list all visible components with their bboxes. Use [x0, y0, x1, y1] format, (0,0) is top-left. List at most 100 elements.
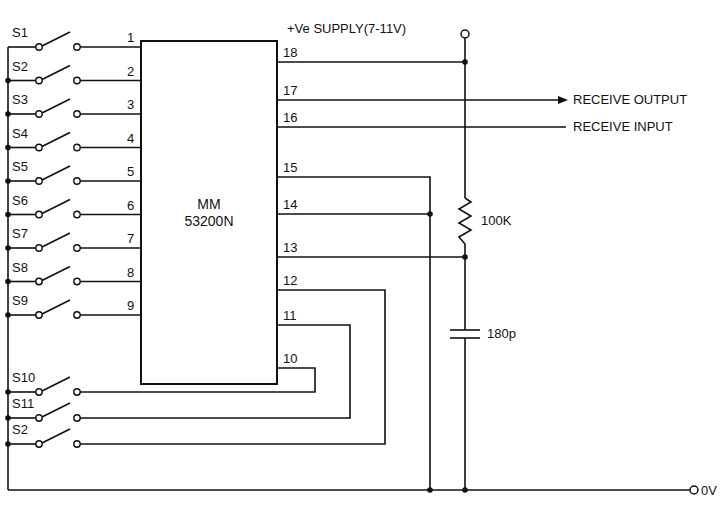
pin-number: 9	[127, 299, 134, 313]
wire	[80, 180, 140, 182]
wire	[278, 177, 430, 490]
pin-number: 11	[283, 309, 297, 323]
switch-contact	[36, 77, 42, 83]
switch-contact	[36, 44, 42, 50]
wire	[80, 247, 140, 249]
resistor-symbol	[459, 198, 471, 244]
switch-label: S10	[12, 371, 35, 385]
junction-dot	[462, 59, 468, 65]
switch-label: S4	[12, 127, 28, 141]
wire	[8, 113, 36, 115]
wire	[8, 281, 36, 283]
wire	[8, 214, 36, 216]
switch-label: S7	[12, 227, 28, 241]
pin-number: 6	[127, 199, 134, 213]
wire	[8, 314, 36, 316]
resistor-value: 100K	[481, 214, 511, 228]
pin-number: 18	[283, 46, 297, 60]
switch-label: S11	[12, 397, 34, 411]
wire	[80, 46, 140, 48]
switch-contact	[74, 415, 80, 421]
wire	[464, 338, 466, 490]
signal-name: RECEIVE INPUT	[573, 120, 673, 134]
wire	[80, 147, 140, 149]
wire	[278, 213, 430, 215]
ground-label: 0V	[701, 484, 717, 498]
pin-number: 2	[127, 65, 134, 79]
junction-dot	[462, 487, 468, 493]
switch-blade	[42, 32, 70, 46]
signal-name: RECEIVE OUTPUT	[573, 93, 687, 107]
switch-contact	[36, 111, 42, 117]
wire	[8, 46, 36, 48]
arrowhead	[558, 96, 568, 104]
wire	[8, 443, 36, 445]
switch-contact	[36, 441, 42, 447]
switch-contact	[74, 278, 80, 284]
switch-contact	[74, 144, 80, 150]
switch-contact	[74, 44, 80, 50]
switch-blade	[42, 99, 70, 113]
switch-contact	[74, 211, 80, 217]
supply-label: +Ve SUPPLY(7-11V)	[287, 22, 406, 36]
pin-number: 15	[283, 161, 297, 175]
switch-contact	[36, 415, 42, 421]
pin-number: 13	[283, 241, 297, 255]
switch-label: S2	[12, 423, 28, 437]
wire	[278, 99, 560, 101]
switch-contact	[74, 245, 80, 251]
switch-contact	[36, 211, 42, 217]
switch-blade	[42, 133, 70, 147]
wire	[80, 113, 140, 115]
pin-number: 8	[127, 266, 134, 280]
pin-number: 10	[283, 352, 297, 366]
capacitor-value: 180p	[487, 327, 516, 341]
switch-contact	[74, 441, 80, 447]
switch-blade	[42, 403, 70, 417]
switch-blade	[42, 377, 70, 391]
switch-label: S1	[12, 26, 28, 40]
switch-label: S2	[12, 60, 28, 74]
pin-number: 3	[127, 98, 134, 112]
wire	[8, 80, 36, 82]
switch-blade	[42, 233, 70, 247]
switch-contact	[74, 77, 80, 83]
pin-number: 1	[127, 31, 134, 45]
pin-number: 14	[283, 198, 297, 212]
switch-label: S5	[12, 160, 28, 174]
switch-label: S9	[12, 294, 28, 308]
junction-dot	[427, 487, 433, 493]
switch-contact	[36, 278, 42, 284]
pin-number: 16	[283, 111, 297, 125]
pin-number: 12	[283, 274, 297, 288]
switch-contact	[74, 111, 80, 117]
switch-blade	[42, 300, 70, 314]
switch-label: S8	[12, 261, 28, 275]
switch-contact	[36, 178, 42, 184]
pin-number: 7	[127, 232, 134, 246]
switch-contact	[36, 245, 42, 251]
switch-contact	[74, 178, 80, 184]
terminal	[461, 30, 469, 38]
wire	[80, 80, 140, 82]
switch-label: S3	[12, 93, 28, 107]
capacitor-plate	[450, 329, 480, 331]
wire	[8, 417, 36, 419]
switch-label: S6	[12, 194, 28, 208]
switch-contact	[36, 389, 42, 395]
wire	[278, 256, 465, 258]
wire	[278, 61, 465, 63]
pin-number: 5	[127, 165, 134, 179]
wire	[8, 489, 690, 491]
wire	[80, 281, 140, 283]
wire	[8, 247, 36, 249]
wire	[8, 147, 36, 149]
pin-number: 4	[127, 132, 134, 146]
switch-contact	[36, 144, 42, 150]
switch-blade	[42, 267, 70, 281]
switch-contact	[36, 312, 42, 318]
pin-number: 17	[283, 84, 297, 98]
switch-blade	[42, 429, 70, 443]
terminal	[690, 486, 698, 494]
switch-blade	[42, 166, 70, 180]
